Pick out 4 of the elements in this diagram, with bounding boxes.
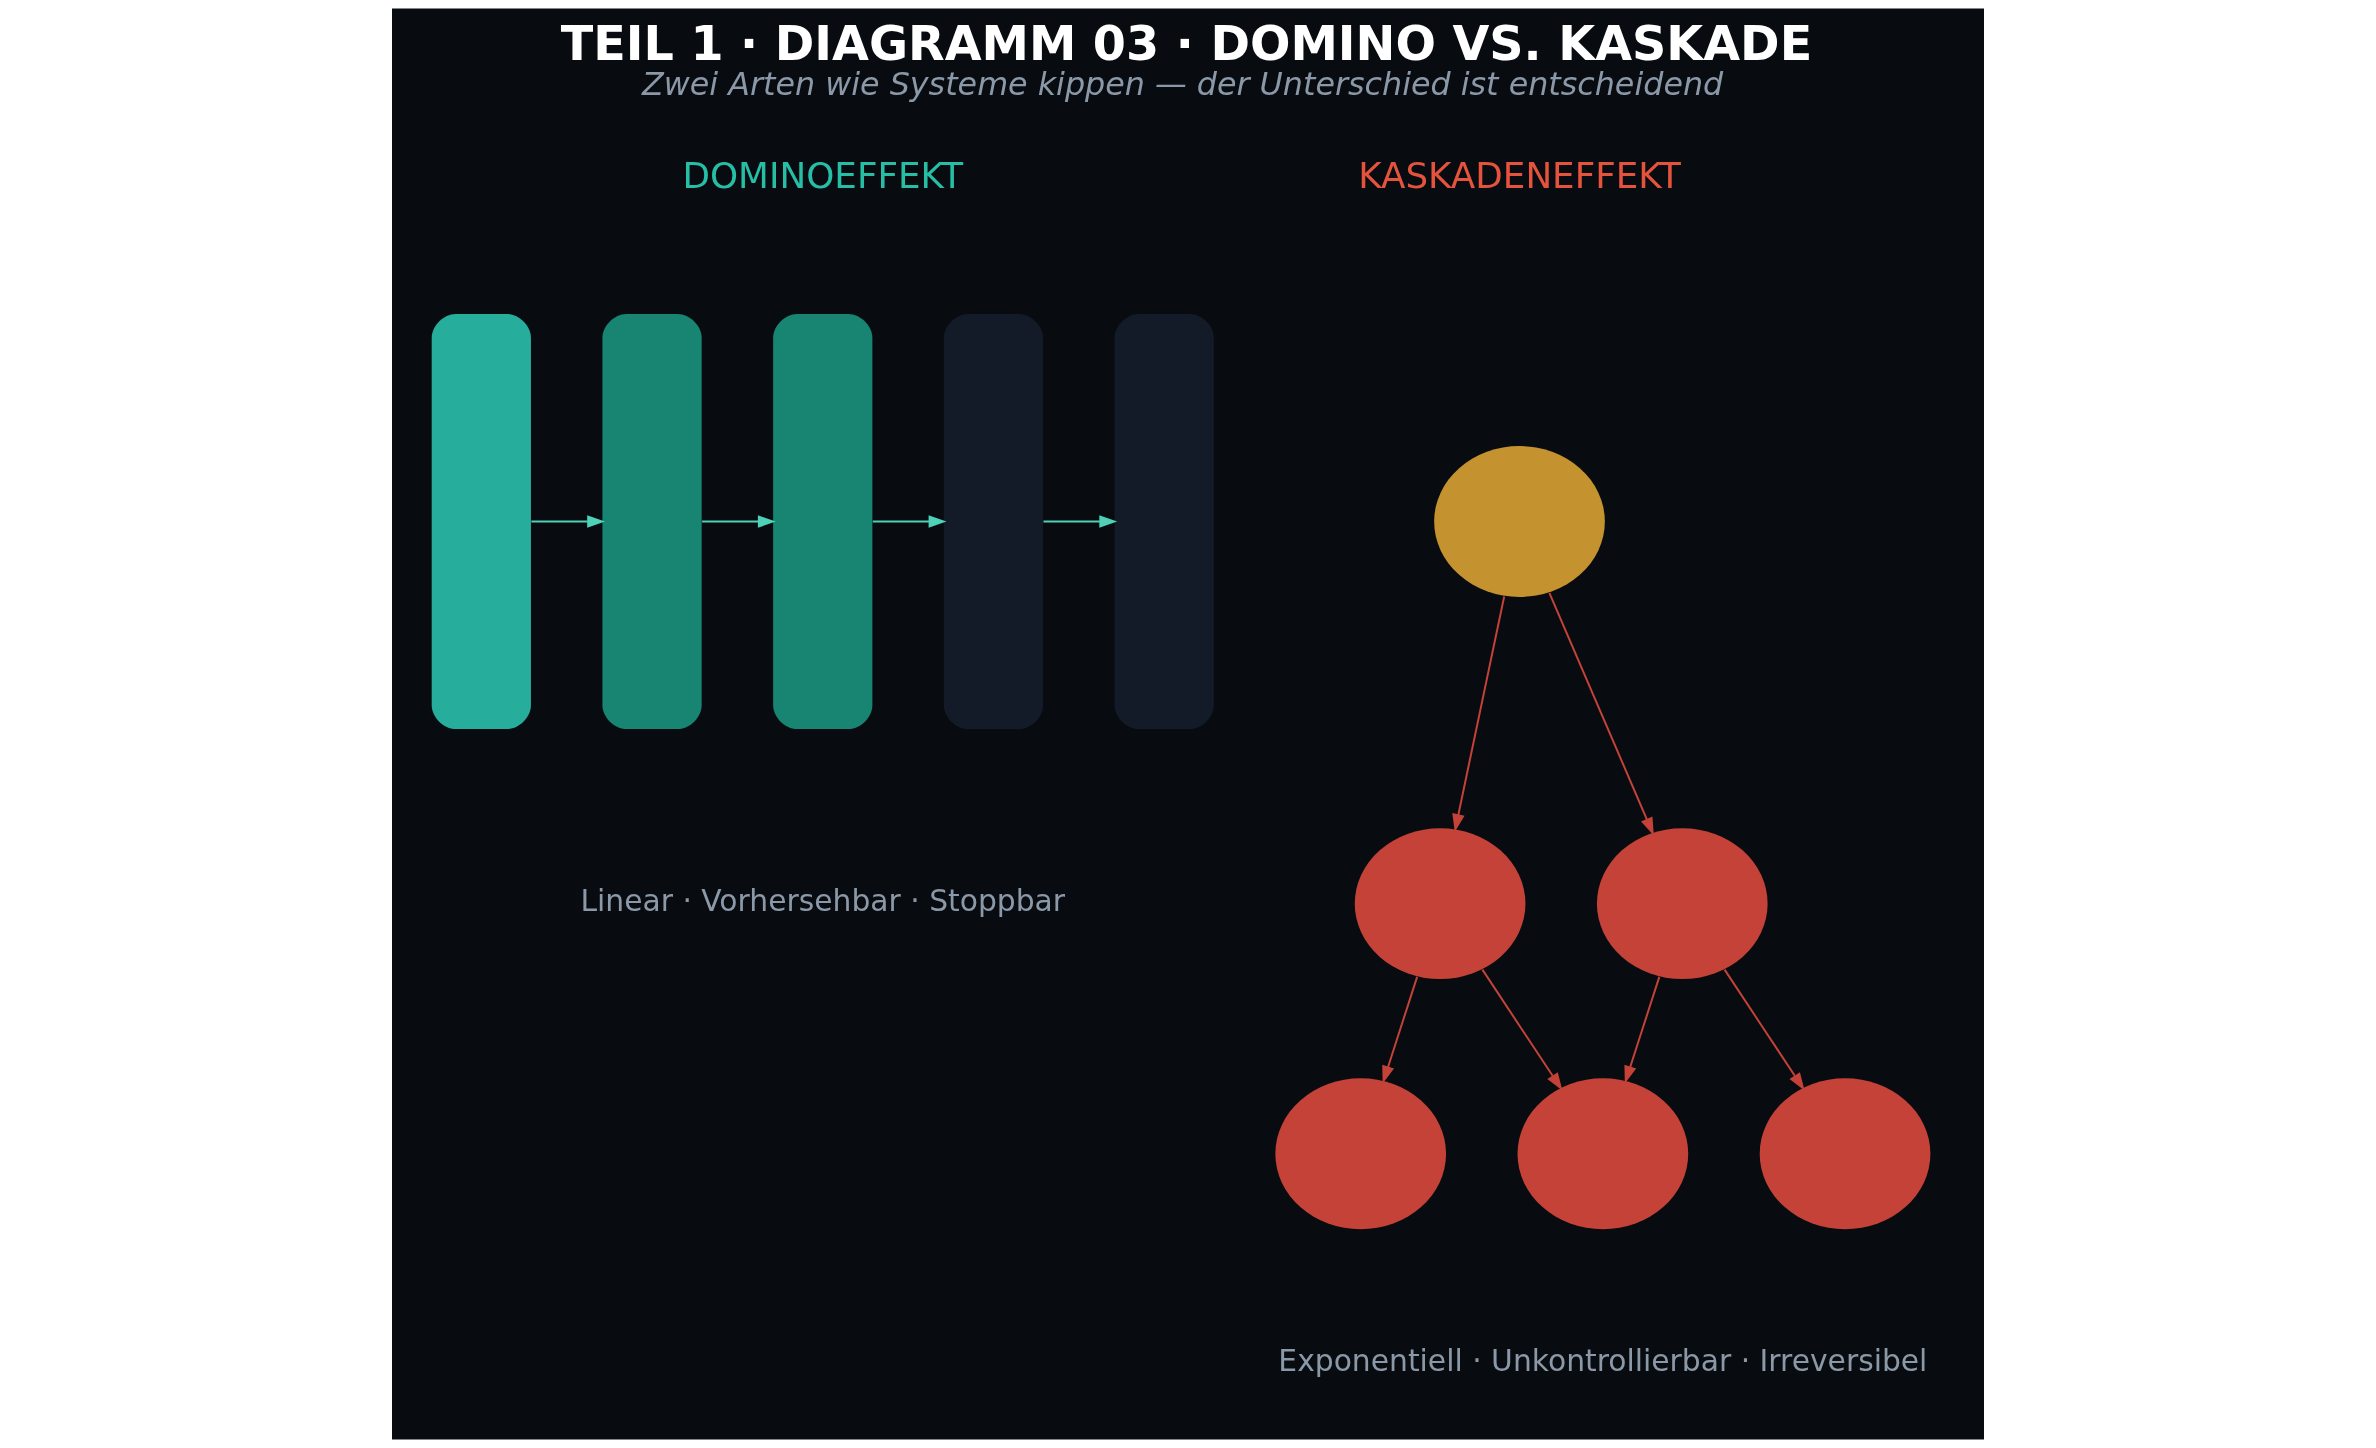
label: Exponentiell · Unkontrollierbar · Irreversibel [1278, 1343, 1928, 1379]
label: KASKADENEFFEKT [1358, 154, 1681, 196]
label: Linear · Vorhersehbar · Stoppbar [580, 882, 1066, 918]
label: DOMINOEFFEKT [682, 154, 963, 196]
